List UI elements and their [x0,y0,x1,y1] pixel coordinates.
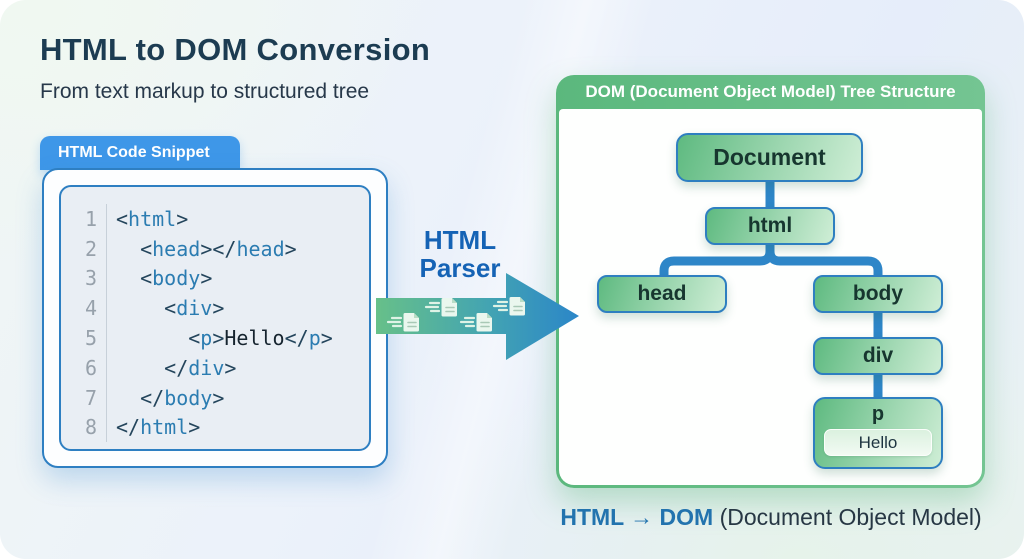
line-number: 6 [84,355,97,380]
parser-label-line2: Parser [419,253,501,283]
caption-html-dom: HTML → DOM [560,504,714,530]
line-number: 8 [84,415,97,440]
gutter-divider [106,233,107,264]
parser-label: HTML Parser [396,226,524,282]
code-text: <body> [140,266,213,291]
code-text: <div> [164,296,225,321]
gutter-divider [106,204,107,234]
document-icon [459,313,492,332]
line-number: 3 [84,266,97,291]
code-snippet-panel: 1<html>2 <head></head>3 <body>4 <div>5 <… [42,168,388,468]
document-icon [386,313,419,332]
code-line: 5 <p>Hello</p> [61,323,369,353]
line-number: 4 [84,296,97,321]
tree-node-p-text-child: Hello [824,429,932,456]
gutter-divider [106,382,107,413]
gutter-divider [106,352,107,383]
tree-node-body: body [813,275,943,313]
document-icons [386,297,525,332]
caption-paren: (Document Object Model) [713,504,982,530]
page-subtitle: From text markup to structured tree [40,80,370,103]
arrow-shape [376,273,579,360]
gutter-divider [106,263,107,294]
code-text: <head></head> [140,236,297,261]
code-text: <html> [116,206,189,231]
code-text: </div> [164,355,237,380]
code-editor: 1<html>2 <head></head>3 <body>4 <div>5 <… [59,185,371,451]
code-snippet-tab: HTML Code Snippet [40,136,240,170]
tree-node-html: html [705,207,835,245]
line-number: 5 [84,326,97,351]
line-number: 7 [84,385,97,410]
code-line: 1 <html> [61,204,369,234]
tree-node-p-label: p [871,403,885,425]
code-text: <p>Hello</p> [188,326,333,351]
code-line: 7 </body> [61,382,369,413]
tree-node-div: div [813,337,943,375]
line-number: 1 [84,206,97,231]
parser-label-line1: HTML [423,225,497,255]
code-line: 4 <div> [61,293,369,324]
code-line: 6 </div> [61,352,369,383]
line-number: 2 [84,236,97,261]
document-icon [492,297,525,316]
bottom-caption: HTML → DOM (Document Object Model) [556,504,986,531]
code-line: 8 </html> [61,412,369,443]
tree-node-p: p Hello [813,397,943,469]
code-line: 2 <head></head> [61,233,369,264]
tree-node-document: Document [676,133,863,182]
page-title: HTML to DOM Conversion [40,32,431,67]
code-text: </html> [116,415,201,440]
code-line: 3 <body> [61,263,369,294]
gutter-divider [106,412,107,443]
gutter-divider [106,323,107,353]
tree-node-head: head [597,275,727,313]
code-text: </body> [140,385,225,410]
document-icon [424,298,457,317]
gutter-divider [106,293,107,324]
dom-panel-header: DOM (Document Object Model) Tree Structu… [585,82,956,101]
code-lines: 1<html>2 <head></head>3 <body>4 <div>5 <… [61,204,369,443]
